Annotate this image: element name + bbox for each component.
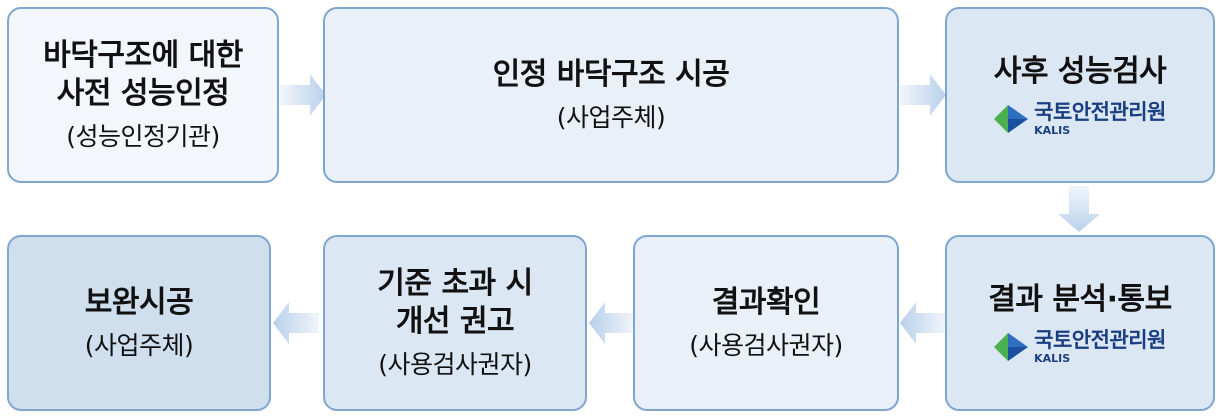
arrow-right-icon — [900, 74, 946, 116]
step-title: 인정 바닥구조 시공 — [492, 57, 730, 92]
kalis-logo: 국토안전관리원 KALIS — [994, 329, 1166, 365]
kalis-logo-icon — [994, 333, 1029, 361]
step-title: 결과확인 — [711, 285, 821, 320]
step-remedy-construction: 보완시공 (사업주체) — [7, 235, 271, 411]
step-subtitle: (사용검사권자) — [378, 350, 532, 379]
step-title-line1: 바닥구조에 대한 — [43, 38, 243, 73]
step-subtitle: (사용검사권자) — [689, 331, 843, 360]
step-subtitle: (성능인정기관) — [66, 122, 220, 151]
step-title-line2: 사전 성능인정 — [56, 76, 230, 111]
arrow-right-icon — [280, 74, 326, 116]
arrow-left-icon — [273, 302, 319, 344]
kalis-logo: 국토안전관리원 KALIS — [994, 101, 1166, 137]
step-title: 보완시공 — [84, 285, 194, 320]
step-title: 결과 분석·통보 — [988, 282, 1172, 317]
step-result-analysis: 결과 분석·통보 국토안전관리원 KALIS — [945, 235, 1215, 411]
step-improvement-recommendation: 기준 초과 시 개선 권고 (사용검사권자) — [323, 235, 587, 411]
step-title: 사후 성능검사 — [993, 54, 1167, 89]
logo-name: 국토안전관리원 — [1034, 100, 1166, 124]
step-title-line1: 기준 초과 시 — [377, 266, 533, 301]
arrow-left-icon — [900, 302, 946, 344]
arrow-left-icon — [589, 302, 635, 344]
kalis-logo-icon — [994, 105, 1029, 133]
step-result-confirmation: 결과확인 (사용검사권자) — [633, 235, 899, 411]
logo-en: KALIS — [1034, 124, 1071, 137]
step-pre-certification: 바닥구조에 대한 사전 성능인정 (성능인정기관) — [7, 7, 279, 183]
step-subtitle: (사업주체) — [556, 103, 666, 132]
step-construction: 인정 바닥구조 시공 (사업주체) — [323, 7, 899, 183]
arrow-down-icon — [1058, 186, 1100, 232]
step-subtitle: (사업주체) — [84, 331, 194, 360]
step-post-inspection: 사후 성능검사 국토안전관리원 KALIS — [945, 7, 1215, 183]
logo-name: 국토안전관리원 — [1034, 328, 1166, 352]
step-title-line2: 개선 권고 — [395, 304, 515, 339]
logo-en: KALIS — [1034, 352, 1071, 365]
